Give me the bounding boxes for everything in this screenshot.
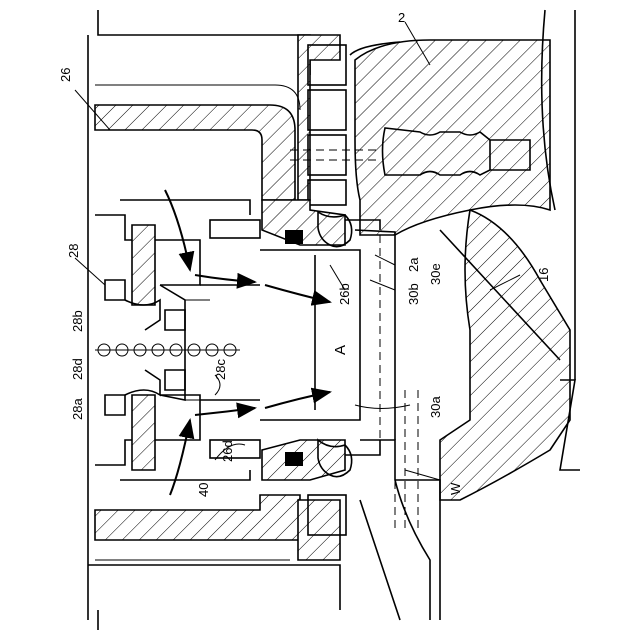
label-28a: 28a [70,398,85,420]
bead-chain [95,344,240,356]
label-30b: 30b [406,283,421,305]
label-26d: 26d [220,440,235,462]
label-2: 2 [398,10,405,25]
water-lines [380,235,418,530]
label-30a: 30a [428,396,443,418]
label-28b: 28b [70,310,85,332]
mechanism-28 [95,200,260,480]
label-40: 40 [196,483,211,497]
label-28: 28 [66,244,81,258]
label-26b: 26b [337,283,352,305]
lower-wall [95,495,340,560]
upper-wall [95,35,340,200]
label-28d: 28d [70,358,85,380]
label-W: W [448,482,463,495]
label-26: 26 [58,68,73,82]
label-A: A [332,345,349,355]
label-16: 16 [536,268,551,282]
label-28c: 28c [213,359,228,380]
label-30e: 30e [428,263,443,285]
label-2a: 2a [406,257,421,272]
hub [210,200,380,480]
casing-2 [350,10,580,620]
